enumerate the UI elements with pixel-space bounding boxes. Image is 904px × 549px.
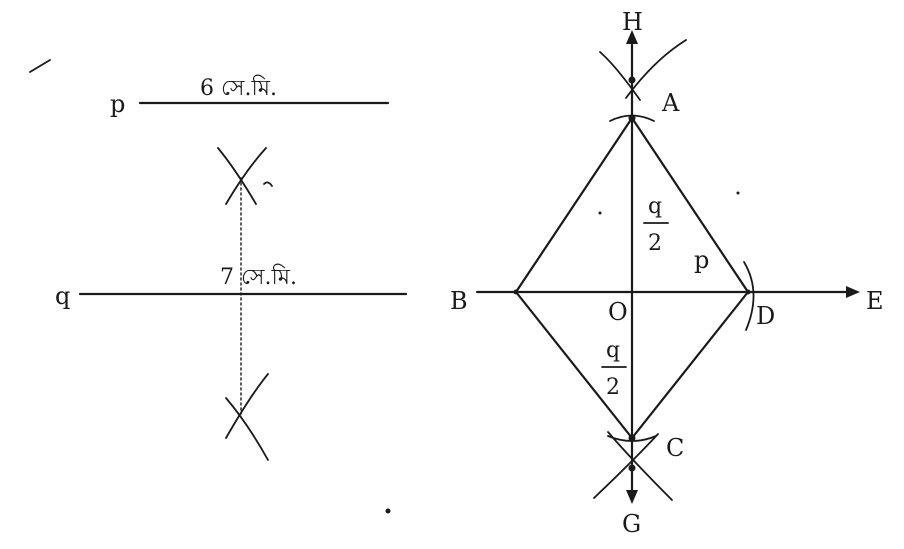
stray-dot-1 [598, 211, 602, 215]
label-A: A [661, 89, 680, 117]
label-D: D [756, 302, 775, 330]
point-bottom-intersection [628, 464, 636, 472]
label-G: G [622, 510, 641, 538]
arrow-G [626, 490, 638, 504]
label-H: H [622, 8, 643, 36]
fraction-lower-denominator: 2 [606, 375, 620, 400]
point-B [513, 289, 519, 295]
label-side-p: p [694, 246, 709, 274]
label-E: E [866, 287, 884, 315]
small-tick [263, 181, 273, 187]
left-construction: p 6 সে.মি. q 7 সে.মি. [29, 59, 408, 461]
stray-mark [29, 59, 51, 73]
fraction-upper: q 2 [643, 194, 669, 256]
segment-p-label: p [110, 90, 125, 118]
upper-arc-2 [225, 147, 267, 205]
stray-dot-2 [736, 191, 740, 195]
label-C: C [666, 434, 684, 462]
arrow-E [846, 286, 860, 298]
segment-q-label: q [55, 282, 70, 310]
bottom-arc-1 [607, 431, 673, 501]
fraction-lower-numerator: q [606, 338, 620, 363]
upper-arc-1 [217, 147, 257, 205]
lower-arc-2 [225, 397, 269, 461]
label-B: B [450, 287, 468, 315]
point-top-intersection [628, 76, 636, 84]
fraction-upper-denominator: 2 [648, 231, 662, 256]
top-arc-1 [599, 51, 641, 101]
rhombus-construction: H A B O D E C G p q 2 q 2 [385, 8, 884, 538]
point-D [745, 289, 751, 295]
label-O: O [608, 298, 628, 326]
top-arc-2 [625, 39, 687, 99]
arc-at-D [743, 261, 755, 331]
point-C [628, 434, 636, 442]
segment-q-length: 7 সে.মি. [220, 264, 297, 290]
fraction-upper-numerator: q [648, 194, 662, 219]
stray-dot-3 [385, 508, 391, 514]
bottom-arc-2 [593, 433, 659, 499]
arrow-H [626, 30, 638, 44]
fraction-lower: q 2 [601, 338, 627, 400]
segment-p-length: 6 সে.মি. [200, 75, 277, 101]
point-A [628, 114, 636, 122]
lower-arc-1 [225, 373, 269, 439]
